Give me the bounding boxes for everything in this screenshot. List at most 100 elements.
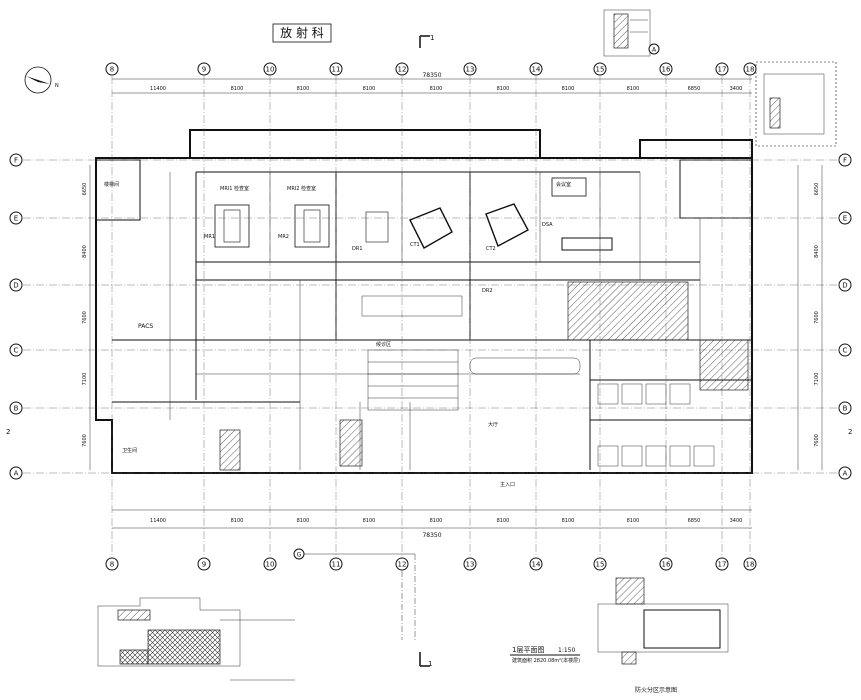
grid-label-col-15: 15 xyxy=(596,561,605,569)
grid-label-col-9: 9 xyxy=(202,66,206,74)
grid-label-col-10: 10 xyxy=(266,561,275,569)
grid-label-col-14: 14 xyxy=(532,561,541,569)
grid-bubble-col-10 xyxy=(263,62,277,76)
right-detail-inset xyxy=(755,61,837,147)
dim-left-0: 6650 xyxy=(82,183,88,196)
dim-right-1: 8400 xyxy=(814,245,820,258)
dim-left-2: 7600 xyxy=(82,311,88,324)
grid-label-col-12: 12 xyxy=(398,66,407,74)
grid-label-row-B: B xyxy=(14,405,19,413)
grid-label-col-17: 17 xyxy=(718,561,727,569)
room-labels: MRI1 检查室 MRI2 检查室 MR1 MR2 DR1 CT1 CT2 DS… xyxy=(104,181,571,488)
dimension-lines: 78350 78350 xyxy=(89,72,823,539)
room-mri2: MRI2 检查室 xyxy=(287,185,316,192)
dim-bottom-2: 8100 xyxy=(297,518,310,524)
dim-bottom-7: 8100 xyxy=(627,518,640,524)
grid-label-col-11: 11 xyxy=(332,66,341,74)
grid-label-col-11: 11 xyxy=(332,561,341,569)
dim-left-1: 8400 xyxy=(82,245,88,258)
extra-grid-g: G xyxy=(293,548,416,640)
grid-bubble-col-15 xyxy=(593,62,607,76)
room-meeting: 会议室 xyxy=(556,181,571,188)
grid-bubble-col-12 xyxy=(395,62,409,76)
grid-bubble-col-18 xyxy=(743,62,757,76)
grid-bubble-col-15 xyxy=(593,557,607,571)
dim-top-8: 6850 xyxy=(688,86,701,92)
room-ct1: CT1 xyxy=(410,242,420,248)
dim-left-3: 7100 xyxy=(82,373,88,386)
department-title: 放 射 科 xyxy=(280,25,324,40)
grid-bubble-col-18 xyxy=(743,557,757,571)
dim-top-3: 8100 xyxy=(363,86,376,92)
grid-bubble-col-10 xyxy=(263,557,277,571)
grid-label-col-17: 17 xyxy=(718,66,727,74)
dim-left-4: 7600 xyxy=(82,434,88,447)
side-marker-left: 2 xyxy=(6,428,10,436)
grid-label-col-9: 9 xyxy=(202,561,206,569)
elevator-bank xyxy=(597,383,715,467)
dim-bottom-8: 6850 xyxy=(688,518,701,524)
grid-bubble-col-17 xyxy=(715,557,729,571)
grid-bubble-g: G xyxy=(297,552,302,559)
grid-bubble-col-8 xyxy=(105,62,119,76)
grid-bubble-col-9 xyxy=(197,62,211,76)
dim-top-2: 8100 xyxy=(297,86,310,92)
dim-top-5: 8100 xyxy=(497,86,510,92)
grid-bubble-col-11 xyxy=(329,62,343,76)
room-dsa: DSA xyxy=(542,222,553,228)
dim-top-9: 3400 xyxy=(730,86,743,92)
grid-bubble-col-14 xyxy=(529,557,543,571)
fire-zone-legend: 防火分区示意图 xyxy=(597,577,729,694)
room-entrance: 主入口 xyxy=(500,481,515,488)
drawing-scale: 1:150 xyxy=(558,647,575,654)
grid-label-row-A: A xyxy=(14,470,19,478)
grid-label-row-D: D xyxy=(842,282,847,290)
room-pacs: PACS xyxy=(138,323,153,330)
grid-label-col-13: 13 xyxy=(466,66,475,74)
dim-bottom-1: 8100 xyxy=(231,518,244,524)
dim-top-1: 8100 xyxy=(231,86,244,92)
grid-axes: 8899101011111212131314141515161617171818… xyxy=(9,62,852,571)
grid-bubble-col-16 xyxy=(659,557,673,571)
grid-label-col-16: 16 xyxy=(662,561,671,569)
room-mr1: MR1 xyxy=(204,234,215,240)
grid-bubble-col-8 xyxy=(105,557,119,571)
grid-bubble-col-17 xyxy=(715,62,729,76)
grid-label-row-F: F xyxy=(14,157,18,165)
dim-bottom-0: 11400 xyxy=(150,518,166,524)
grid-label-col-8: 8 xyxy=(110,561,114,569)
grid-bubble-col-13 xyxy=(463,62,477,76)
grid-bubble-row-C xyxy=(838,343,852,357)
grid-label-row-F: F xyxy=(843,157,847,165)
room-dr1: DR1 xyxy=(352,246,363,252)
grid-label-col-15: 15 xyxy=(596,66,605,74)
dim-top-7: 8100 xyxy=(627,86,640,92)
north-label: N xyxy=(55,83,59,89)
room-waiting: 候诊区 xyxy=(376,341,391,348)
fire-legend-title: 防火分区示意图 xyxy=(635,686,677,694)
room-mri1: MRI1 检查室 xyxy=(220,185,249,192)
dim-bottom-3: 8100 xyxy=(363,518,376,524)
grid-label-row-C: C xyxy=(14,347,19,355)
top-detail-inset: A xyxy=(603,9,660,57)
room-mr2: MR2 xyxy=(278,234,289,240)
grid-label-row-C: C xyxy=(843,347,848,355)
section-marker-top: 1 xyxy=(419,34,434,48)
grid-bubble-col-16 xyxy=(659,62,673,76)
dim-bottom-6: 8100 xyxy=(562,518,575,524)
north-arrow: N xyxy=(24,66,59,94)
section-marker-bottom: 1 xyxy=(419,652,432,668)
grid-label-col-13: 13 xyxy=(466,561,475,569)
grid-bubble-col-14 xyxy=(529,62,543,76)
drawing-note: 建筑面积 2820.08m²(本楼层) xyxy=(512,657,580,664)
grid-bubble-col-13 xyxy=(463,557,477,571)
grid-bubble-row-E xyxy=(9,211,23,225)
grid-label-row-D: D xyxy=(13,282,18,290)
grid-label-row-E: E xyxy=(843,215,847,223)
hatched-zones xyxy=(219,281,749,471)
grid-bubble-col-11 xyxy=(329,557,343,571)
dim-right-0: 6650 xyxy=(814,183,820,196)
dim-right-3: 7100 xyxy=(814,373,820,386)
grid-label-col-18: 18 xyxy=(746,66,755,74)
room-stair: 楼梯间 xyxy=(104,181,119,188)
